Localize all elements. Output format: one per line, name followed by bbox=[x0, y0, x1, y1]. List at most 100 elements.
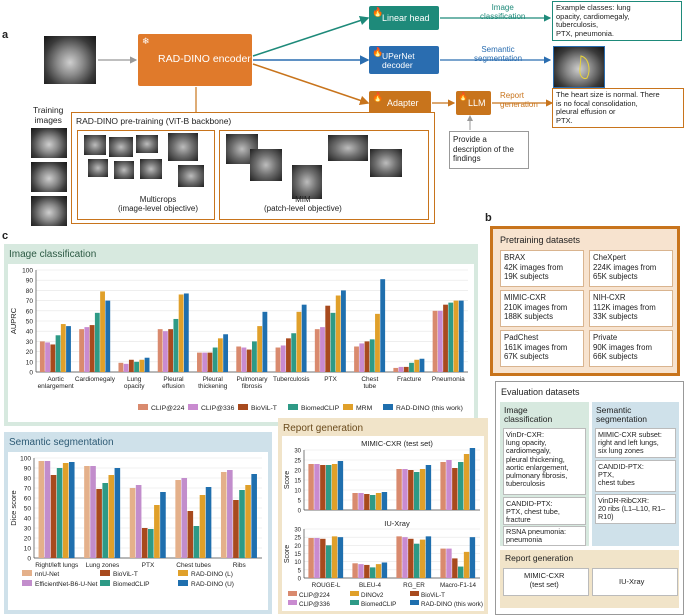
bar bbox=[364, 341, 370, 372]
bar bbox=[331, 464, 338, 510]
bar bbox=[173, 318, 179, 372]
y-tick-label: 30 bbox=[294, 449, 301, 455]
segmentation-overlay bbox=[579, 55, 590, 79]
legend-label: CLIP@224 bbox=[151, 405, 185, 412]
bar bbox=[463, 454, 470, 510]
legend-label: RAD-DINO (U) bbox=[191, 581, 234, 588]
bar bbox=[90, 466, 96, 558]
bar bbox=[135, 485, 142, 558]
x-category-label: Chest tubes bbox=[176, 562, 211, 569]
bar bbox=[308, 537, 314, 578]
legend-label: nnU-Net bbox=[35, 571, 59, 578]
legend-swatch bbox=[288, 404, 298, 410]
bar bbox=[38, 461, 45, 558]
pretraining-dataset-name: Private bbox=[593, 333, 618, 342]
bar bbox=[463, 551, 470, 578]
multicrops-label: Multicrops (image-level objective) bbox=[118, 195, 199, 214]
panel-a-connectors bbox=[98, 14, 554, 130]
fire-icon: 🔥 bbox=[372, 92, 384, 102]
y-tick-label: 15 bbox=[294, 479, 301, 485]
crop-1 bbox=[84, 135, 106, 155]
pretraining-dataset-name: NIH-CXR bbox=[593, 293, 626, 302]
legend-label: RAD-DINO (L) bbox=[191, 571, 233, 578]
pretraining-dataset-detail: 90K images from 66K subjects bbox=[593, 343, 652, 361]
x-category-label: RG_ER bbox=[403, 582, 425, 589]
bar bbox=[239, 490, 245, 558]
bar bbox=[178, 294, 184, 372]
eval-ss-item-3: VinDR-RibCXR: 20 ribs (L1–L10, R1– R10) bbox=[595, 494, 676, 524]
bar bbox=[62, 463, 69, 558]
bar bbox=[114, 468, 121, 558]
bar bbox=[337, 537, 344, 578]
bar bbox=[358, 564, 364, 578]
adapter-label: Adapter bbox=[387, 98, 419, 108]
y-axis-label: AUPRC bbox=[9, 307, 18, 334]
report-output-box: The heart size is normal. There is no fo… bbox=[552, 88, 684, 128]
eval-image-classification-col: Image classification VinDr-CXR: lung opa… bbox=[500, 402, 589, 546]
pretraining-dataset-detail: 210K images from 188K subjects bbox=[504, 303, 568, 321]
example-classes-text: Example classes: lung opacity, cardiomeg… bbox=[556, 3, 631, 38]
legend-label: DINOv2 bbox=[361, 592, 384, 599]
legend-swatch bbox=[343, 404, 353, 410]
bar bbox=[398, 366, 404, 372]
bar bbox=[396, 469, 402, 510]
bar bbox=[320, 465, 326, 510]
snowflake-icon: ❄ bbox=[142, 36, 150, 46]
mimic-chart-title: MIMIC-CXR (test set) bbox=[361, 439, 433, 448]
pretraining-datasets-title: Pretraining datasets bbox=[500, 235, 581, 245]
legend-label: BiomedCLIP bbox=[113, 581, 150, 588]
legend-swatch bbox=[350, 600, 359, 605]
bar bbox=[207, 352, 213, 372]
bar bbox=[380, 279, 386, 372]
bar bbox=[141, 528, 148, 558]
bar bbox=[96, 489, 102, 558]
example-classes-box: Example classes: lung opacity, cardiomeg… bbox=[552, 1, 682, 41]
y-tick-label: 0 bbox=[298, 509, 302, 515]
bar bbox=[440, 462, 446, 510]
y-tick-label: 30 bbox=[24, 526, 32, 533]
x-category-label: Lung zones bbox=[86, 562, 120, 569]
y-axis-label: Score bbox=[284, 471, 291, 489]
bar bbox=[100, 291, 105, 372]
eval-ic-item-2: CANDID-PTX: PTX, chest tube, fracture bbox=[503, 497, 586, 525]
bar bbox=[446, 548, 452, 578]
bar bbox=[308, 464, 314, 510]
report-generation-chart: MIMIC-CXR (test set)051015202530ScoreIU-… bbox=[284, 439, 483, 608]
bar bbox=[252, 341, 257, 372]
rad-dino-encoder-box: ❄ RAD-DINO encoder bbox=[138, 34, 252, 86]
bar bbox=[202, 352, 208, 372]
training-image-3 bbox=[31, 196, 67, 226]
y-tick-label: 80 bbox=[24, 476, 32, 483]
llm-label: LLM bbox=[468, 98, 486, 108]
bar bbox=[469, 448, 476, 510]
y-tick-label: 10 bbox=[294, 560, 301, 566]
bar bbox=[66, 326, 71, 372]
x-category-label: Cardiomegaly bbox=[75, 376, 116, 383]
bar bbox=[84, 466, 90, 558]
bar bbox=[160, 492, 166, 558]
bar bbox=[320, 327, 325, 372]
legend-swatch bbox=[350, 591, 359, 596]
bar bbox=[199, 495, 206, 558]
bar bbox=[320, 538, 326, 578]
bar bbox=[241, 347, 247, 372]
y-tick-label: 25 bbox=[294, 536, 301, 542]
bar bbox=[94, 312, 100, 372]
bar bbox=[314, 464, 320, 510]
bar bbox=[262, 311, 268, 372]
bar bbox=[364, 494, 370, 510]
bar bbox=[359, 343, 365, 372]
y-tick-label: 10 bbox=[26, 359, 34, 366]
bar bbox=[162, 331, 168, 372]
bar bbox=[369, 339, 375, 372]
crop-4 bbox=[168, 133, 198, 161]
